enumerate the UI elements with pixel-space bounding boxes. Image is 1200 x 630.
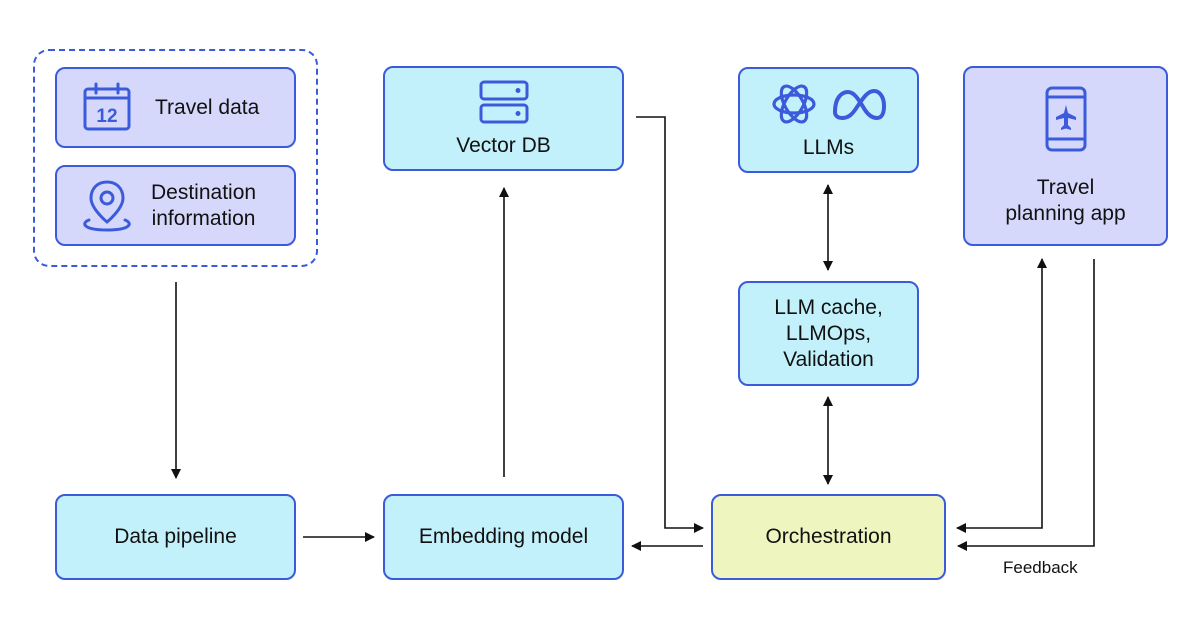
- travel-app-label: Travel planning app: [1005, 176, 1126, 225]
- openai-logo-icon: [771, 84, 816, 124]
- destination-info-label: Destination information: [151, 180, 257, 230]
- vector-db-label: Vector DB: [456, 133, 551, 157]
- destination-info-node: Destination information: [55, 165, 296, 246]
- embedding-model-label: Embedding model: [418, 525, 589, 548]
- arrow-vectordb-to-orchestration: [636, 116, 704, 533]
- server-icon: [479, 80, 528, 123]
- data-pipeline-label: Data pipeline: [114, 525, 237, 548]
- vector-db-node: Vector DB: [383, 66, 624, 171]
- location-pin-icon: [83, 179, 131, 232]
- orchestration-node: Orchestration: [711, 494, 946, 580]
- travel-data-node: 12 Travel data: [55, 67, 296, 148]
- travel-data-label: Travel data: [155, 95, 260, 119]
- data-sources-group: [33, 49, 318, 267]
- llms-label: LLMs: [802, 136, 855, 159]
- arrow-app-feedback-to-orchestration: [957, 259, 1095, 551]
- arrow-orchestration-to-app: [956, 258, 1047, 533]
- meta-logo-icon: [832, 89, 886, 120]
- data-pipeline-node: Data pipeline: [55, 494, 296, 580]
- llm-cache-label: LLM cache, LLMOps, Validation: [774, 295, 883, 371]
- embedding-model-node: Embedding model: [383, 494, 624, 580]
- llms-node: LLMs: [738, 67, 919, 173]
- calendar-icon: 12: [83, 82, 131, 130]
- feedback-label: Feedback: [1003, 558, 1078, 577]
- phone-airplane-icon: [1045, 86, 1086, 152]
- llm-cache-node: LLM cache, LLMOps, Validation: [738, 281, 919, 386]
- calendar-day: 12: [96, 106, 117, 127]
- orchestration-label: Orchestration: [765, 525, 892, 548]
- travel-app-node: Travel planning app: [963, 66, 1168, 246]
